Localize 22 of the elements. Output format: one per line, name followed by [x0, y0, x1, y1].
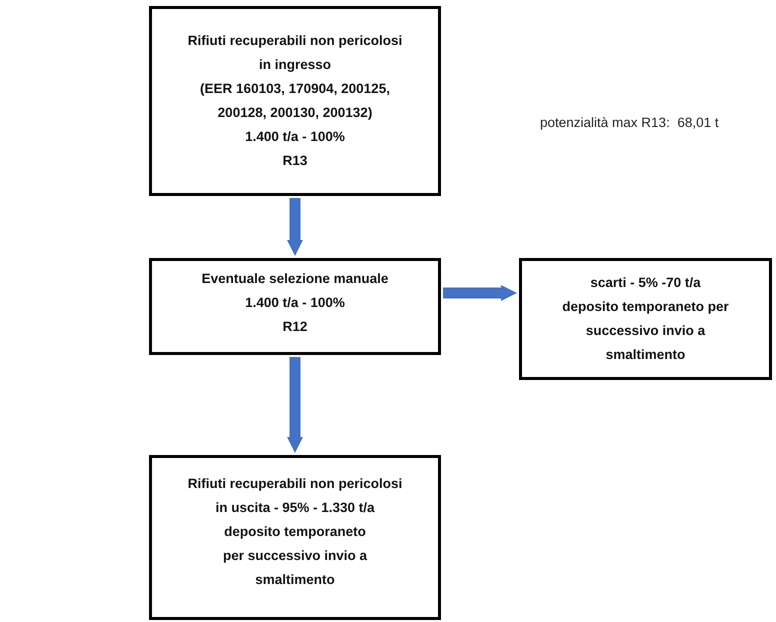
process-box — [149, 455, 441, 620]
box-text: R12 — [282, 318, 308, 336]
block-arrow — [443, 285, 517, 301]
process-box — [149, 258, 441, 355]
box-text: 1.400 t/a - 100% — [245, 294, 345, 312]
box-text: per successivo invio a — [222, 547, 368, 565]
box-text: smaltimento — [255, 571, 335, 589]
box-text: deposito temporaneto per successivo invio a smaltimento — [561, 298, 730, 364]
process-box — [519, 258, 772, 380]
box-text: Rifiuti recuperabili non pericolosi in ingresso — [186, 32, 404, 74]
box-text: deposito temporaneto — [224, 523, 366, 541]
box-text: Eventuale selezione manuale — [202, 270, 388, 288]
process-box — [149, 6, 441, 196]
box-text: in uscita - 95% - 1.330 t/a — [215, 499, 375, 517]
block-arrow — [287, 198, 303, 256]
note-text: potenzialità max R13: 68,01 t — [540, 115, 719, 130]
box-text: (EER 160103, 170904, 200125, 200128, 200130, 200132) — [199, 80, 391, 122]
box-text: scarti - 5% -70 t/a — [590, 274, 701, 292]
box-text: 1.400 t/a - 100% — [245, 128, 345, 146]
box-text: Rifiuti recuperabili non pericolosi — [188, 475, 402, 493]
box-text: R13 — [282, 152, 308, 170]
block-arrow — [287, 357, 303, 453]
